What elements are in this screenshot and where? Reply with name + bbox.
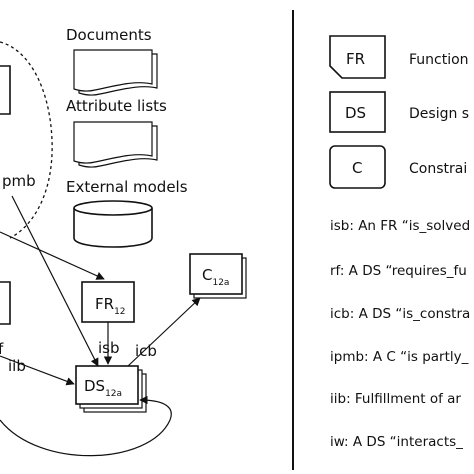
- ds-node-label: DS12a: [84, 377, 122, 399]
- legend-fr-shape: [329, 35, 386, 79]
- legend-ds-meaning: Design s: [409, 106, 469, 122]
- iib-edge: [0, 355, 75, 386]
- legend-ds: DS Design s: [329, 91, 469, 133]
- ds-box: [75, 365, 139, 405]
- c-node[interactable]: C12a: [189, 253, 247, 299]
- legend-c: C Constrai: [329, 145, 467, 189]
- legend-fr-meaning: Function: [409, 52, 469, 68]
- fr-box: [81, 281, 135, 323]
- pmb-edge-label: pmb: [2, 172, 36, 190]
- fr-node-label: FR12: [95, 295, 126, 317]
- offscreen-box-top: [0, 65, 11, 115]
- c-box: [189, 253, 243, 295]
- legend-c-code: C: [352, 159, 362, 177]
- attribute-lists-label: Attribute lists: [66, 97, 167, 115]
- iib-edge-label: iib: [8, 357, 26, 375]
- ds-node-subscript: 12a: [105, 389, 122, 399]
- database-icon: [73, 200, 153, 248]
- isb-edge-label: isb: [98, 339, 120, 357]
- legend-definition-ipmb: ipmb: A C “is partly_: [330, 349, 469, 365]
- c-node-label: C12a: [202, 266, 229, 288]
- legend-definition-iw: iw: A DS “interacts_: [330, 434, 463, 450]
- attribute-list-icon: [73, 121, 158, 168]
- legend-fr-code: FR: [346, 50, 365, 68]
- scope-dashed-ellipse: [0, 41, 53, 239]
- legend-c-shape: [329, 145, 386, 189]
- external-models-label: External models: [66, 178, 188, 196]
- legend-definition-iib: iib: Fulfillment of ar: [330, 391, 461, 407]
- legend-c-meaning: Constrai: [409, 161, 467, 177]
- edge-to-fr: [0, 231, 105, 280]
- icb-edge-label: icb: [135, 342, 157, 360]
- legend-ds-shape: [329, 91, 386, 133]
- icb-edge: [127, 297, 201, 367]
- iw-loop-edge: [0, 395, 172, 457]
- legend-definition-rf: rf: A DS “requires_fu: [330, 263, 467, 279]
- edge-pmb-to-ds: [11, 195, 99, 367]
- fr-node-subscript: 12: [114, 307, 125, 317]
- legend-fr: FR Function: [329, 35, 469, 79]
- fr-node[interactable]: FR12: [81, 281, 135, 323]
- legend-definition-icb: icb: A DS “is_constra: [330, 306, 470, 322]
- documents-label: Documents: [66, 26, 152, 44]
- f-edge-fragment: f: [0, 340, 4, 358]
- c-node-subscript: 12a: [212, 278, 229, 288]
- legend-ds-code: DS: [345, 104, 366, 122]
- ds-node[interactable]: DS12a: [75, 365, 147, 413]
- legend-definition-isb: isb: An FR “is_solved: [330, 218, 470, 234]
- offscreen-box-bottom: [0, 281, 11, 325]
- documents-icon: [73, 49, 158, 96]
